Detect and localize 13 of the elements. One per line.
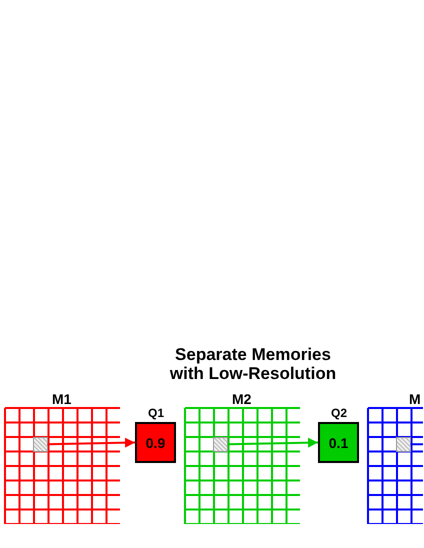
value-box: 0.9 <box>135 422 176 463</box>
grid-label: M1 <box>52 392 72 407</box>
arrow <box>227 438 318 448</box>
box-label: Q1 <box>148 406 164 420</box>
diagram-title: Separate Memories with Low-Resolution <box>168 345 338 383</box>
value-box: 0.1 <box>318 422 359 463</box>
box-label: Q2 <box>331 406 348 420</box>
hatched-cell <box>33 437 48 452</box>
grid-label: M <box>409 392 421 407</box>
arrow <box>47 438 136 448</box>
hatched-cell <box>213 437 228 452</box>
grid-label: M2 <box>232 392 252 407</box>
hatched-cell <box>396 437 410 452</box>
